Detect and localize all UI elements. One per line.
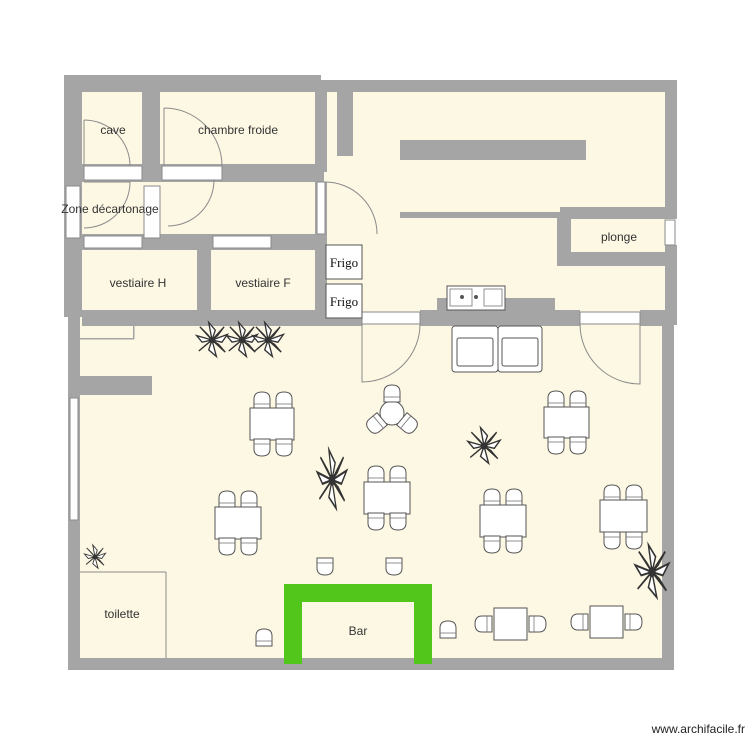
room-label-vestiaire-h: vestiaire H	[110, 276, 167, 290]
table-group-7	[474, 607, 547, 641]
room-label-zone-decartonage: Zone décartonage	[61, 202, 159, 216]
table-group-2	[543, 390, 590, 455]
openings	[65, 165, 676, 521]
room-label-vestiaire-f: vestiaire F	[235, 276, 290, 290]
room-label-plonge: plonge	[601, 230, 637, 244]
frigo-1: Frigo	[325, 244, 363, 280]
room-label-bar: Bar	[349, 624, 368, 638]
credit-text: www.archifacile.fr	[651, 722, 745, 736]
frigo-1-label: Frigo	[330, 255, 358, 270]
frigo-2-label: Frigo	[330, 294, 358, 309]
room-label-chambre-froide: chambre froide	[198, 123, 278, 137]
sink-icon	[446, 285, 506, 311]
round-table	[363, 384, 421, 437]
door-swings	[80, 107, 641, 658]
bar-counter	[284, 584, 432, 664]
table-group-1	[249, 391, 295, 457]
sofa	[451, 325, 543, 373]
table-group-3	[363, 465, 411, 531]
frigo-2: Frigo	[325, 283, 363, 319]
table-group-8	[570, 605, 643, 639]
table-group-5	[479, 488, 527, 554]
table-group-4	[214, 490, 262, 556]
room-label-toilette: toilette	[104, 607, 140, 621]
room-label-cave: cave	[100, 123, 126, 137]
outer-walls	[64, 75, 677, 670]
table-group-6	[599, 484, 648, 550]
